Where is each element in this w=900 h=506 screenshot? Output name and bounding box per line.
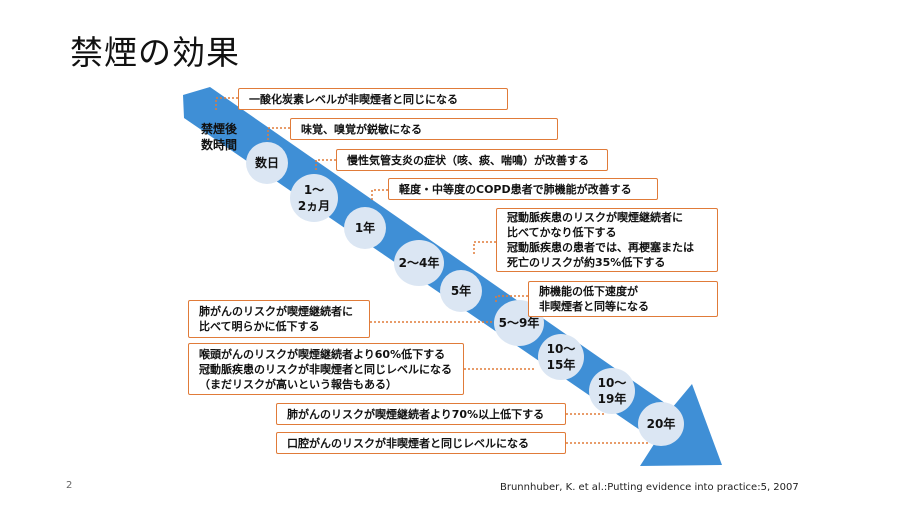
stage-1-year: 1年 <box>344 207 386 249</box>
effect-box-1: 一酸化炭素レベルが非喫煙者と同じになる <box>238 88 508 110</box>
effect-box-4: 軽度・中等度のCOPD患者で肺機能が改善する <box>388 178 658 200</box>
connector-4 <box>371 189 388 202</box>
connector-1 <box>215 97 238 110</box>
effect-box-10: 口腔がんのリスクが非喫煙者と同じレベルになる <box>276 432 566 454</box>
stage-10-19-years: 10～ 19年 <box>589 368 635 414</box>
effect-box-9: 肺がんのリスクが喫煙継続者より70%以上低下する <box>276 403 566 425</box>
stage-days: 数日 <box>246 142 288 184</box>
effect-box-2: 味覚、嗅覚が鋭敏になる <box>290 118 558 140</box>
effect-box-6: 肺機能の低下速度が 非喫煙者と同等になる <box>528 281 718 317</box>
stage-10-15-years: 10～ 15年 <box>538 334 584 380</box>
effect-box-8: 喉頭がんのリスクが喫煙継続者より60%低下する 冠動脈疾患のリスクが非喫煙者と同… <box>188 343 464 395</box>
effect-box-3: 慢性気管支炎の症状（咳、痰、喘鳴）が改善する <box>336 149 608 171</box>
connector-2 <box>267 127 290 140</box>
connector-6 <box>495 295 528 304</box>
stage-1-2-months: 1～ 2ヵ月 <box>290 174 338 222</box>
slide-number: 2 <box>66 480 73 491</box>
connector-3 <box>315 159 336 172</box>
slide-title: 禁煙の効果 <box>70 33 240 72</box>
stage-2-4-years: 2～4年 <box>394 240 444 286</box>
connector-5 <box>473 241 496 255</box>
connector-10 <box>566 434 649 444</box>
stage-hours: 禁煙後 数時間 <box>200 122 237 152</box>
stage-20-years: 20年 <box>638 402 684 446</box>
effect-box-5: 冠動脈疾患のリスクが喫煙継続者に 比べてかなり低下する 冠動脈疾患の患者では、再… <box>496 208 718 272</box>
stage-5-years: 5年 <box>440 270 482 312</box>
effect-box-7: 肺がんのリスクが喫煙継続者に 比べて明らかに低下する <box>188 300 370 338</box>
citation: Brunnhuber, K. et al.:Putting evidence i… <box>500 482 799 493</box>
